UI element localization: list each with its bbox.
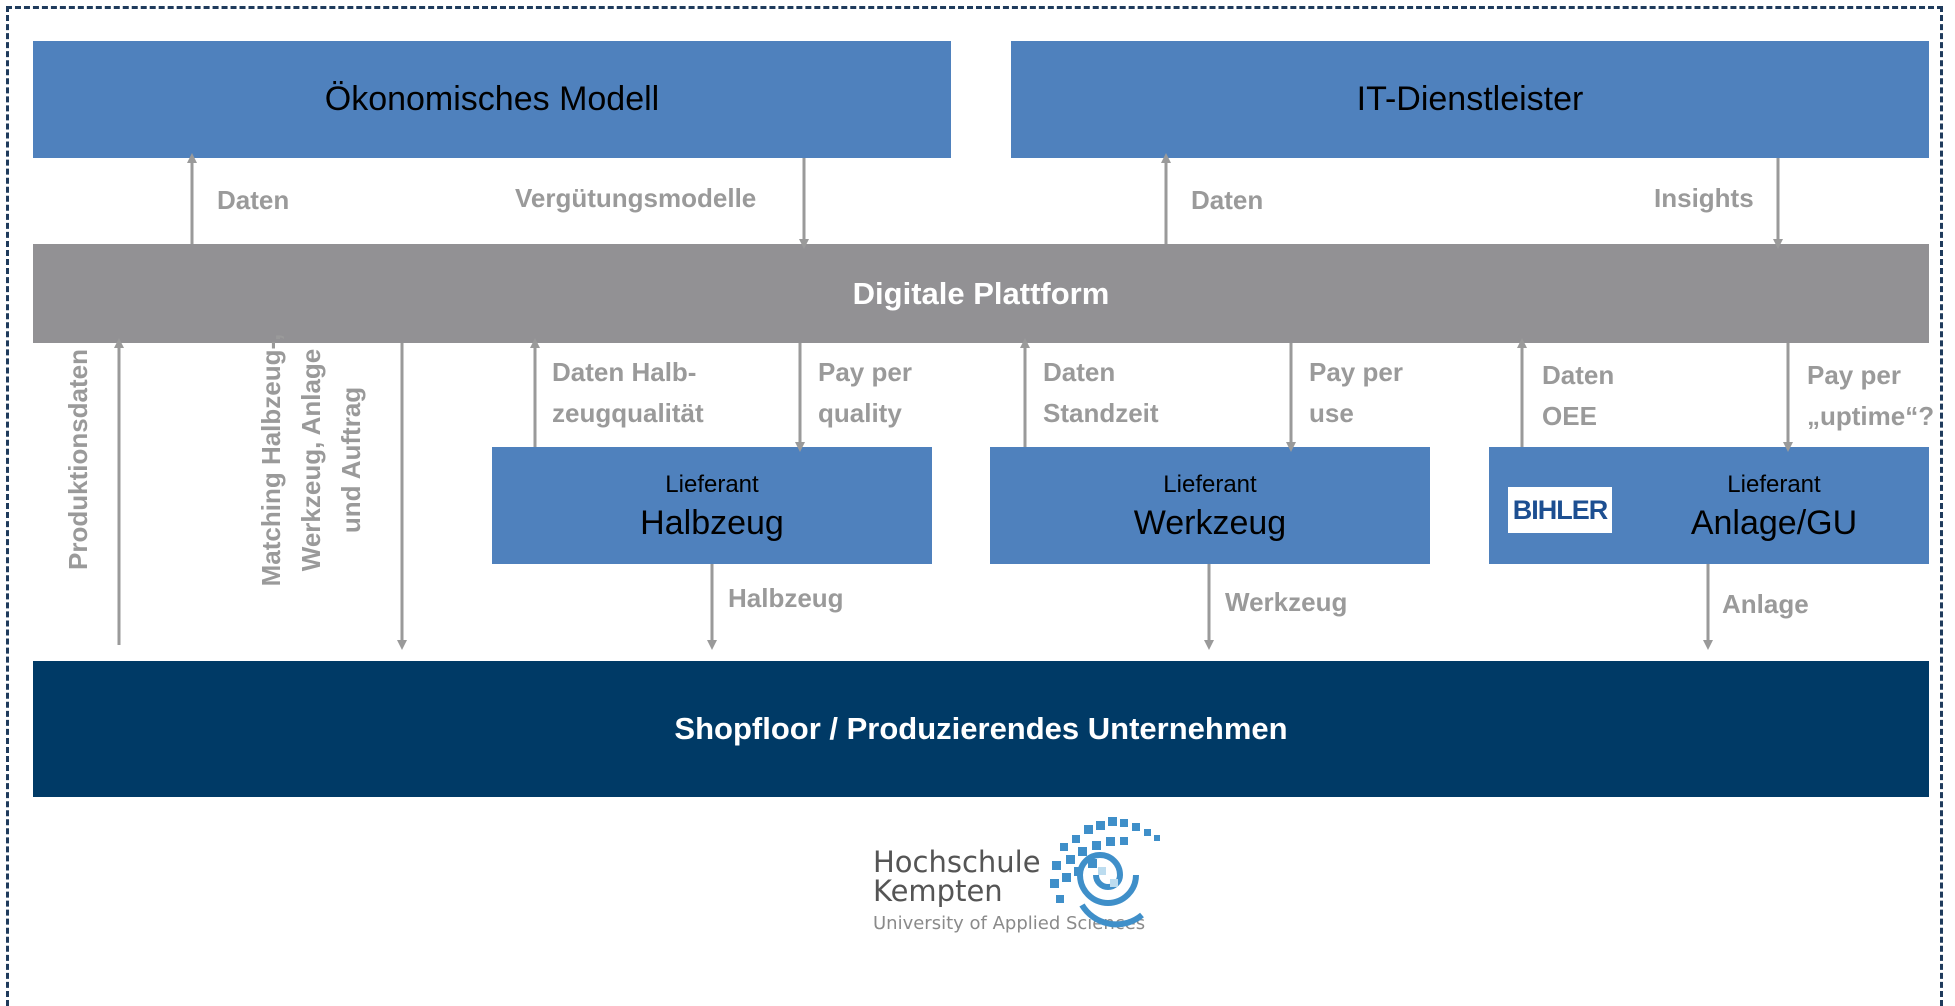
logo-hochschule-text: Hochschule bbox=[873, 845, 1041, 879]
digitale-plattform-label: Digitale Plattform bbox=[852, 275, 1110, 311]
label-werkzeug-up: Daten Standzeit bbox=[1043, 357, 1159, 428]
label-halbzeug-down: Pay per quality bbox=[818, 357, 912, 428]
logo-spiral-icon bbox=[1050, 817, 1160, 928]
it-dienstleister-label: IT-Dienstleister bbox=[1356, 80, 1584, 118]
label-matching: Matching Halbzeug-, Werkzeug, Anlage und… bbox=[256, 333, 366, 587]
label-verguetungsmodelle: Vergütungsmodelle bbox=[515, 183, 757, 213]
dashed-frame bbox=[6, 6, 1943, 1006]
lieferant-werkzeug-box: Lieferant Werkzeug bbox=[990, 447, 1430, 564]
label-werkzeug-down: Pay per use bbox=[1309, 357, 1403, 428]
lieferant-anlage-role: Lieferant bbox=[1727, 470, 1821, 498]
flow-arrows bbox=[114, 153, 1793, 650]
lieferant-halbzeug-box: Lieferant Halbzeug bbox=[492, 447, 932, 564]
label-daten-oek: Daten bbox=[217, 185, 290, 215]
label-anlage-delivery: Anlage bbox=[1722, 589, 1809, 619]
shopfloor-label: Shopfloor / Produzierendes Unternehmen bbox=[674, 711, 1288, 746]
oekonomisches-modell-box: Ökonomisches Modell bbox=[33, 41, 951, 158]
digitale-plattform-box: Digitale Plattform bbox=[33, 244, 1929, 343]
lieferant-anlage-name: Anlage/GU bbox=[1690, 503, 1858, 542]
lieferant-halbzeug-name: Halbzeug bbox=[640, 503, 784, 542]
label-halbzeug-up: Daten Halb- zeugqualität bbox=[552, 357, 704, 428]
label-daten-it: Daten bbox=[1191, 185, 1264, 215]
it-dienstleister-box: IT-Dienstleister bbox=[1011, 41, 1929, 158]
label-anlage-down: Pay per „uptime“? bbox=[1807, 360, 1935, 431]
logo-kempten-text: Kempten bbox=[873, 874, 1003, 908]
lieferant-werkzeug-role: Lieferant bbox=[1163, 470, 1257, 498]
lieferant-halbzeug-role: Lieferant bbox=[665, 470, 759, 498]
logo-university-text: University of Applied Sciences bbox=[873, 913, 1146, 934]
label-produktionsdaten: Produktionsdaten bbox=[63, 348, 93, 570]
lieferant-werkzeug-name: Werkzeug bbox=[1133, 503, 1287, 542]
label-halbzeug-delivery: Halbzeug bbox=[728, 583, 844, 613]
oekonomisches-modell-label: Ökonomisches Modell bbox=[324, 80, 660, 118]
shopfloor-box: Shopfloor / Produzierendes Unternehmen bbox=[33, 661, 1929, 797]
label-insights: Insights bbox=[1654, 183, 1754, 213]
bihler-logo: BIHLER bbox=[1508, 487, 1612, 533]
label-werkzeug-delivery: Werkzeug bbox=[1225, 587, 1348, 617]
label-anlage-up: Daten OEE bbox=[1542, 360, 1615, 431]
